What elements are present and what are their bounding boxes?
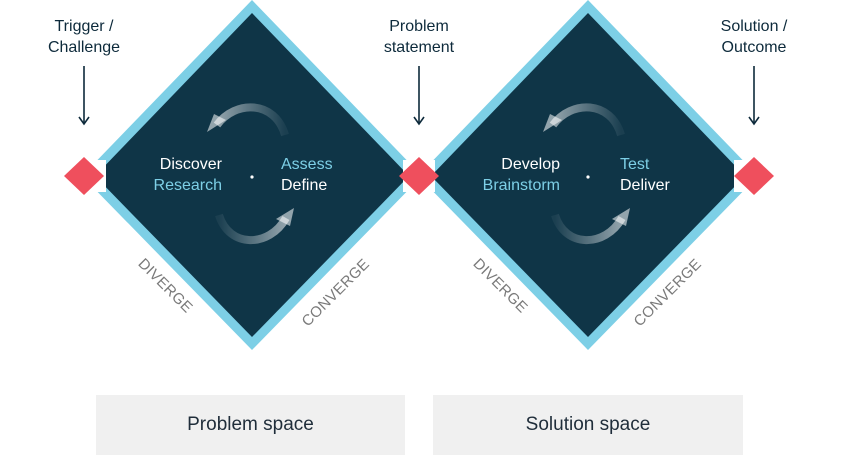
node-solution [734, 157, 774, 195]
label-deliver: Deliver [620, 177, 670, 194]
center-dot-2 [586, 175, 590, 179]
problem-space-box: Problem space [96, 395, 405, 455]
diamond-discover-define [82, 0, 422, 350]
diamond-2-body [431, 13, 745, 337]
node-problem-statement [399, 157, 439, 195]
label-develop: Develop [501, 156, 560, 173]
solution-space-box: Solution space [433, 395, 743, 455]
node-trigger [64, 157, 104, 195]
arrow-down-trigger-icon [78, 66, 90, 126]
diamond-1-body [95, 13, 409, 337]
label-solution-line1: Solution / [721, 18, 788, 35]
label-problem-line1: Problem [389, 18, 449, 35]
center-dot-1 [250, 175, 254, 179]
label-brainstorm: Brainstorm [483, 177, 560, 194]
label-test: Test [620, 156, 650, 173]
arrow-down-problem-icon [413, 66, 425, 126]
label-assess: Assess [281, 156, 333, 173]
problem-space-label: Problem space [187, 414, 314, 435]
arrow-down-solution-icon [748, 66, 760, 126]
label-trigger-line2: Challenge [48, 39, 120, 56]
cycle-arrows-1-icon [207, 103, 294, 245]
label-define: Define [281, 177, 327, 194]
solution-space-label: Solution space [525, 414, 651, 435]
label-discover: Discover [160, 156, 223, 173]
label-problem-line2: statement [384, 39, 455, 56]
label-solution-line2: Outcome [722, 39, 787, 56]
label-research: Research [154, 177, 222, 194]
diamond-develop-deliver [418, 0, 758, 350]
label-trigger-line1: Trigger / [55, 18, 115, 35]
cycle-arrows-2-icon [543, 103, 630, 245]
